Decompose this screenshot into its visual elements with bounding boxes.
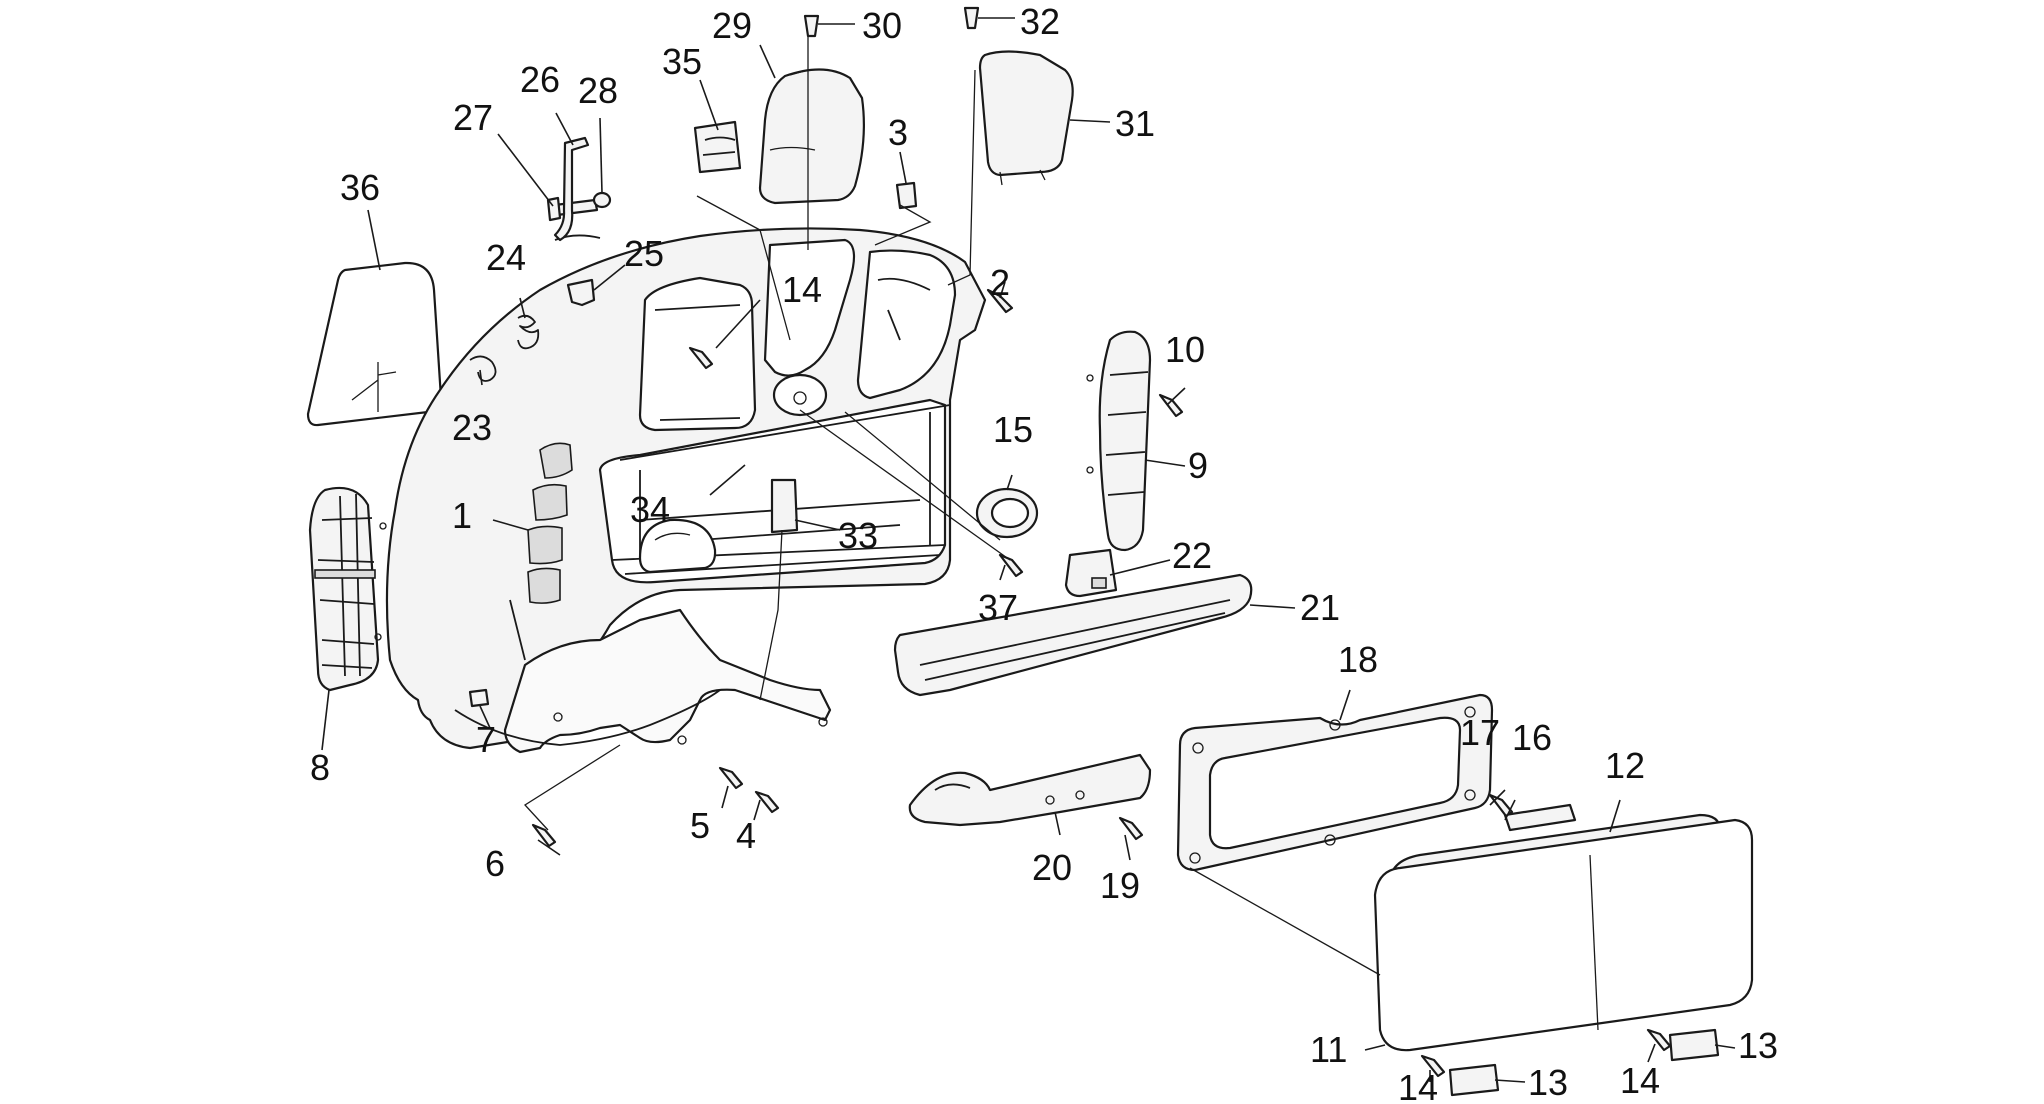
callout-20: 20 (1032, 847, 1072, 888)
callout-35: 35 (662, 41, 702, 82)
callout-27: 27 (453, 97, 493, 138)
part-12-cover (1373, 813, 1754, 1052)
part-29-upper-cover (758, 68, 865, 205)
part-21-trim-strip (893, 573, 1253, 697)
part-3-clip (895, 181, 918, 210)
leader-lines (321, 17, 1736, 1083)
part-22-switch (1064, 548, 1118, 598)
callout-32: 32 (1020, 1, 1060, 42)
callout-17: 17 (1460, 712, 1500, 753)
parts-13-tabs (1448, 1028, 1720, 1097)
callout-14b: 14 (1398, 1067, 1438, 1104)
callout-6: 6 (485, 843, 505, 884)
part-31-right-upper-cover (978, 50, 1074, 186)
callout-15: 15 (993, 409, 1033, 450)
callout-12: 12 (1605, 745, 1645, 786)
part-9-right-grille (1086, 330, 1152, 552)
part-33-bracket (770, 478, 799, 534)
screws (468, 6, 1672, 1078)
parts-26-27-28-hook (546, 136, 612, 242)
callout-29: 29 (712, 5, 752, 46)
callout-25: 25 (624, 233, 664, 274)
callout-9: 9 (1188, 445, 1208, 486)
part-8-left-grille (308, 486, 387, 692)
callout-36: 36 (340, 167, 380, 208)
part-15-ring (975, 487, 1039, 539)
callout-26: 26 (520, 59, 560, 100)
callout-33: 33 (838, 515, 878, 556)
callout-4: 4 (736, 815, 756, 856)
callout-labels: 1 2 3 4 5 6 7 8 9 10 11 12 13 13 14 14 1… (310, 1, 1778, 1104)
callout-21: 21 (1300, 587, 1340, 628)
callout-13b: 13 (1738, 1025, 1778, 1066)
callout-23: 23 (452, 407, 492, 448)
callout-11: 11 (1310, 1029, 1347, 1070)
callout-28: 28 (578, 70, 618, 111)
callout-14c: 14 (1620, 1060, 1660, 1101)
callout-1: 1 (452, 495, 472, 536)
callout-13a: 13 (1528, 1062, 1568, 1103)
callout-14a: 14 (782, 269, 822, 310)
callout-3: 3 (888, 112, 908, 153)
callout-34: 34 (630, 489, 670, 530)
callout-19: 19 (1100, 865, 1140, 906)
callout-5: 5 (690, 805, 710, 846)
callout-16: 16 (1512, 717, 1552, 758)
callout-8: 8 (310, 747, 330, 788)
callout-10: 10 (1165, 329, 1205, 370)
callout-18: 18 (1338, 639, 1378, 680)
part-18-plate (1176, 693, 1494, 872)
callout-31: 31 (1115, 103, 1155, 144)
callout-22: 22 (1172, 535, 1212, 576)
callout-37: 37 (978, 587, 1018, 628)
callout-24: 24 (486, 237, 526, 278)
part-36-panel (306, 261, 443, 427)
part-35-clip (693, 120, 742, 174)
callout-7: 7 (476, 719, 496, 760)
callout-2: 2 (990, 262, 1010, 303)
part-1-main-body (385, 227, 987, 754)
part-20-bracket (908, 753, 1152, 827)
callout-30: 30 (862, 5, 902, 46)
part-16-bracket (1503, 803, 1577, 832)
